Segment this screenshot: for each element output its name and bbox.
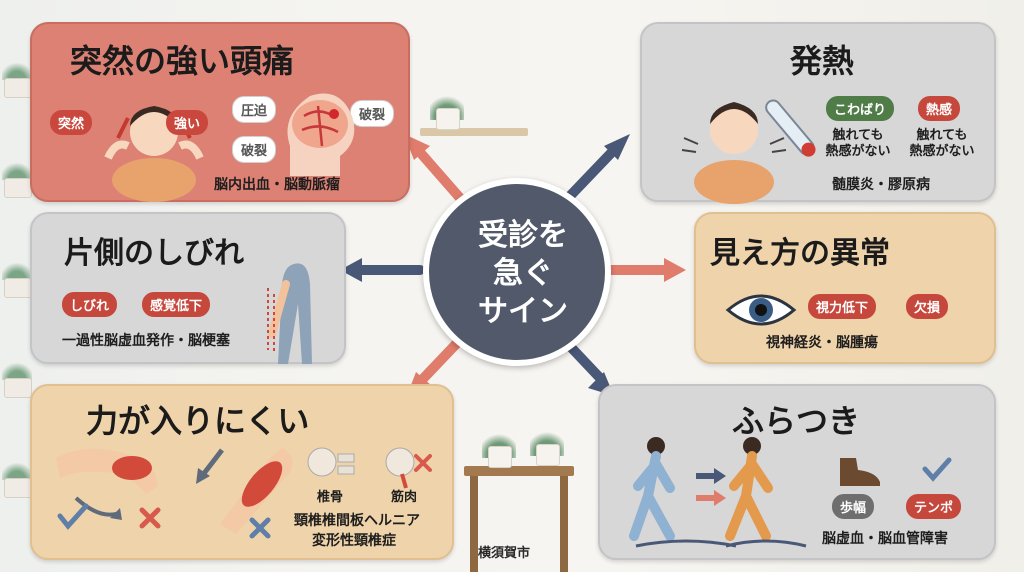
note-no-heat-right: 触れても 熱感がない [909, 128, 975, 160]
table-leg [560, 476, 568, 572]
tag-heat: 熱感 [918, 96, 961, 121]
panel-title: 片側のしびれ [64, 236, 244, 271]
background-plants-left [0, 0, 40, 572]
tag-strong: 強い [166, 110, 209, 135]
panel-caption: 髄膜炎・膠原病 [832, 177, 930, 193]
eye-icon [725, 294, 797, 326]
label-vertebra: 椎骨 [316, 490, 343, 505]
panel-unsteady: ふらつき 歩幅 テンポ 脳虚血・脳血管障害 [598, 384, 996, 560]
tag-stiffness: こわばり [826, 96, 895, 121]
tag-numbness: しびれ [62, 292, 118, 317]
shoe-icon [840, 458, 880, 486]
panel-title: 力が入りにくい [86, 402, 310, 440]
brain-head-icon [287, 93, 355, 176]
note-no-heat-left: 触れても 熱感がない [825, 128, 891, 160]
tag-field-defect: 欠損 [906, 294, 949, 319]
footer-label: 横須賀市 [478, 546, 531, 561]
panel-caption: 視神経炎・脳腫瘍 [766, 335, 878, 351]
center-badge: 受診を 急ぐ サイン [423, 178, 611, 366]
plant-icon [2, 160, 32, 180]
person-fever-icon [681, 99, 816, 204]
pot-icon [536, 444, 560, 466]
panel-caption-line-1: 頸椎椎間板ヘルニア [294, 513, 420, 529]
arm-weak-icon [56, 448, 161, 530]
arrow-to-headache [413, 145, 465, 203]
tag-vision-loss: 視力低下 [808, 294, 877, 319]
body-numbness-icon [267, 263, 312, 364]
background-table [464, 466, 574, 476]
tag-pressure: 圧迫 [232, 96, 277, 123]
panel-title: 突然の強い頭痛 [70, 42, 295, 80]
check-icon [922, 457, 952, 482]
arrow-to-fever [565, 145, 619, 201]
panel-vision: 見え方の異常 視力低下 欠損 視神経炎・脳腫瘍 [694, 212, 996, 364]
tag-sensory-loss: 感覚低下 [142, 292, 211, 317]
panel-caption: 脳虚血・脳血管障害 [822, 531, 948, 547]
plant-icon [2, 360, 32, 380]
pot-icon [436, 108, 460, 130]
pot-icon [488, 446, 512, 468]
tag-rupture-left: 破裂 [232, 136, 277, 163]
tag-rupture-right: 破裂 [350, 100, 395, 127]
spine-icon [307, 447, 355, 477]
table-leg [470, 476, 478, 572]
plant-icon [2, 260, 32, 280]
center-line-1: 受診を [478, 218, 568, 253]
panel-caption: 一過性脳虚血発作・脳梗塞 [62, 333, 230, 349]
walking-people-icon [629, 437, 807, 548]
arm-muscle-icon [196, 448, 293, 539]
panel-numbness: 片側のしびれ しびれ 感覚低下 一過性脳虚血発作・脳梗塞 [30, 212, 346, 364]
pot-icon [4, 378, 32, 398]
tag-sudden: 突然 [50, 110, 93, 135]
center-line-3: サイン [478, 294, 568, 329]
panel-caption-line-2: 変形性頸椎症 [312, 533, 396, 549]
panel-weakness: 力が入りにくい 椎骨 筋肉 頸椎椎間板ヘルニア 変形性頸椎症 [30, 384, 454, 560]
plant-icon [2, 460, 32, 480]
panel-title: ふらつき [732, 402, 861, 440]
panel-fever: 発熱 こわばり 熱感 触れても 熱感がない 触れても 熱感がない 髄膜炎・膠原病 [640, 22, 996, 204]
center-line-2: 急ぐ [493, 256, 553, 291]
background-shelf [420, 128, 528, 136]
panel-caption: 脳内出血・脳動脈瘤 [214, 177, 340, 193]
plant-icon [2, 60, 32, 80]
tag-tempo: テンポ [906, 494, 962, 519]
panel-title: 発熱 [790, 42, 855, 80]
label-muscle: 筋肉 [390, 490, 417, 505]
person-headache-icon [104, 106, 204, 202]
panel-title: 見え方の異常 [710, 236, 890, 271]
tag-stride: 歩幅 [832, 494, 875, 519]
arrow-to-weakness [415, 337, 463, 387]
panel-headache: 突然の強い頭痛 突然 強い 圧迫 破裂 破裂 脳内出血・脳動脈瘤 [30, 22, 410, 202]
neck-muscle-icon [385, 447, 432, 489]
